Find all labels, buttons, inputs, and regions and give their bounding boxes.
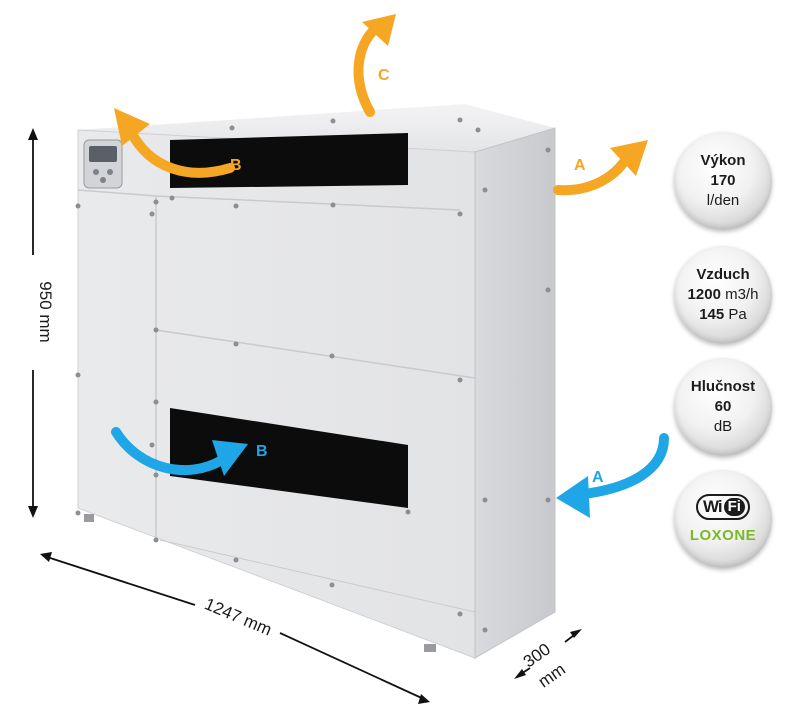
width-dimension-label: 1247 mm (202, 594, 275, 639)
screws (75, 117, 551, 633)
airflow-label-a-lower: A (592, 469, 604, 486)
airflow-volume: 1200 m3/h (687, 286, 759, 303)
loxone-logo: LOXONE (689, 527, 757, 544)
arrow-a-upper (553, 140, 648, 196)
airflow-label-c: C (378, 67, 390, 84)
airflow-pressure: 145 Pa (699, 306, 747, 323)
unit-foot (84, 514, 94, 522)
arrow-a-lower (556, 433, 669, 518)
panel-seam (159, 539, 476, 613)
power-value: 170 (710, 172, 736, 189)
arrow-c-top (353, 14, 396, 117)
unit-foot (424, 644, 436, 652)
unit-top-face (78, 104, 555, 152)
panel-seam (155, 329, 476, 379)
arrow-b-lower (111, 427, 248, 476)
upper-vent-grille (170, 133, 408, 188)
dehumidifier-unit (75, 104, 556, 659)
power-unit: l/den (706, 192, 740, 209)
noise-unit: dB (713, 418, 733, 435)
unit-side-face (474, 127, 556, 659)
power-label: Výkon (700, 152, 746, 169)
power-badge: Výkon 170 l/den (674, 132, 772, 230)
airflow-label-b-upper: B (230, 157, 242, 174)
height-dimension-label: 950 mm (36, 281, 55, 342)
control-panel-display (83, 139, 123, 189)
noise-badge: Hlučnost 60 dB (674, 358, 772, 456)
height-dimension: 950 mm (28, 128, 55, 518)
airflow-label-a-upper: A (574, 157, 586, 174)
lower-vent-grille (170, 408, 408, 508)
airflow-badge: Vzduch 1200 m3/h 145 Pa (674, 246, 772, 344)
airflow-label-b-lower: B (256, 443, 268, 460)
airflow-label: Vzduch (696, 266, 750, 283)
unit-front-face (77, 129, 476, 659)
intake-arrows (111, 427, 669, 518)
depth-dimension: 300 mm (514, 629, 582, 691)
exhaust-arrows (114, 14, 648, 196)
arrow-b-upper (114, 108, 235, 178)
noise-label: Hlučnost (690, 378, 756, 395)
noise-value: 60 (714, 398, 732, 415)
